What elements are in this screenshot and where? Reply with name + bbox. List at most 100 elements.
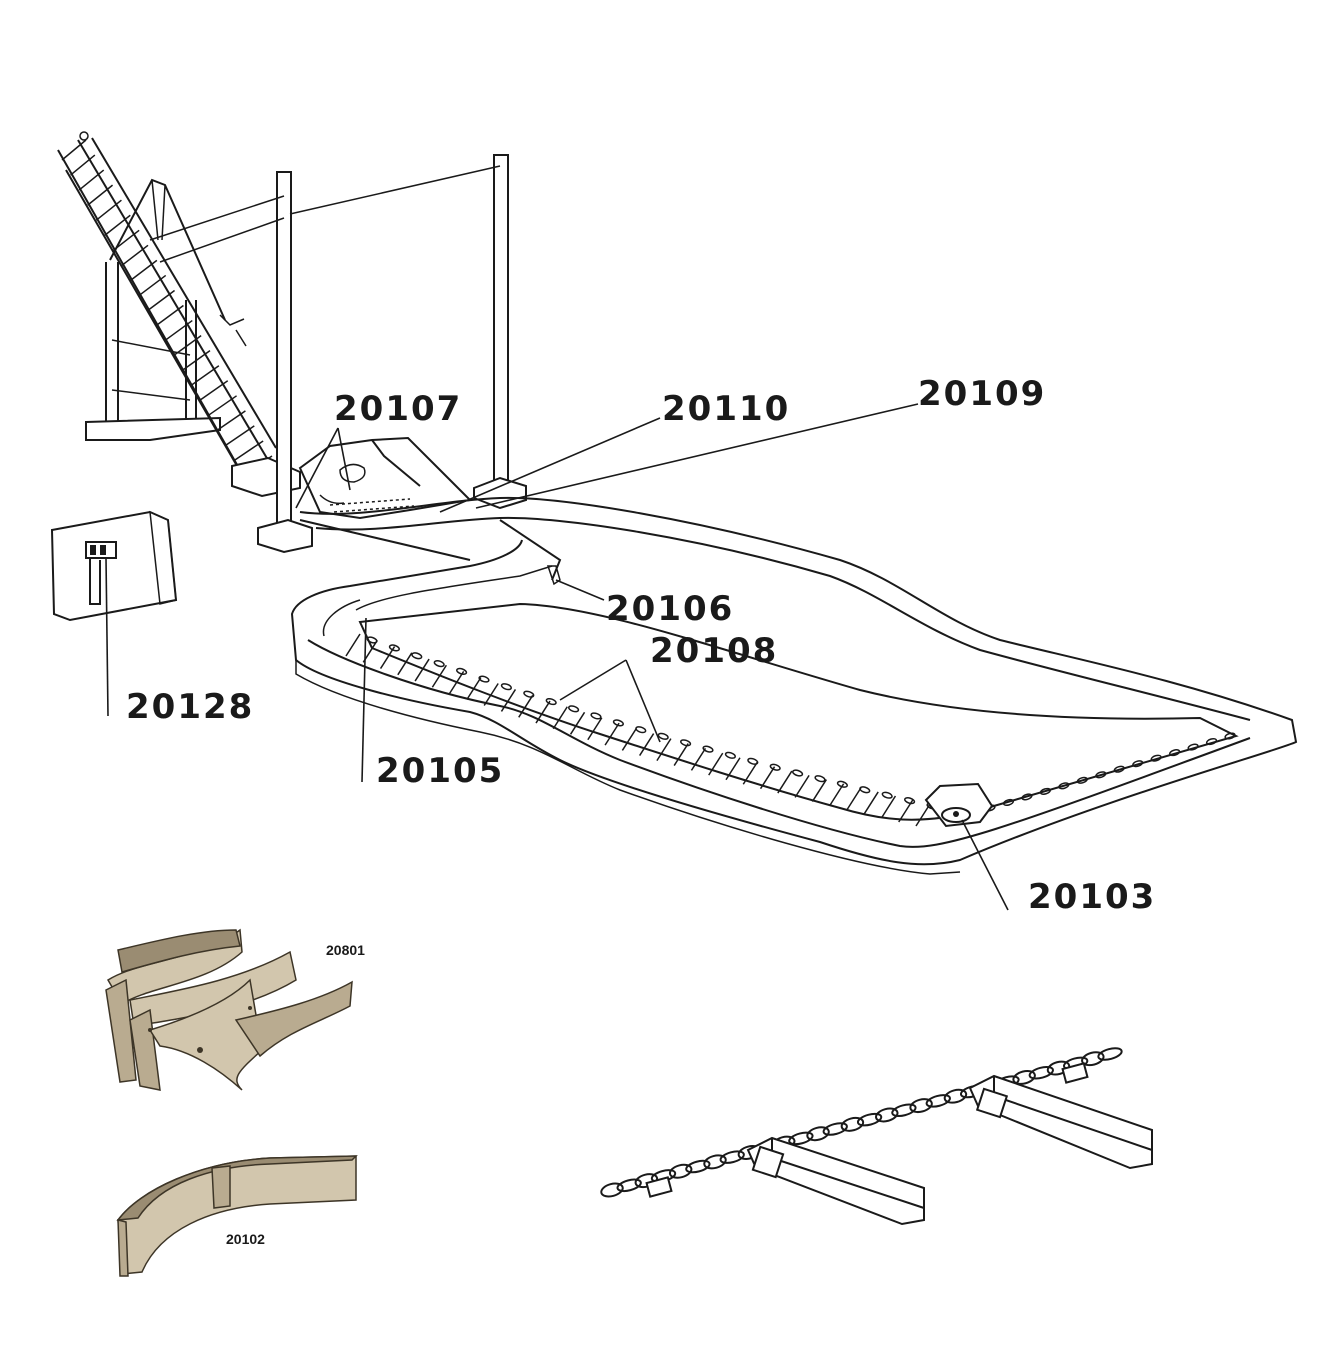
track-slat [414, 658, 430, 682]
chain-link [814, 775, 826, 783]
chain-link [909, 1098, 933, 1114]
track-slat [518, 694, 534, 718]
chain-link [904, 797, 916, 805]
chain-link [616, 1178, 642, 1193]
track-slats [345, 633, 931, 827]
chain-paddle-assembly [600, 1047, 1153, 1226]
chain-link [724, 751, 736, 759]
chain-link [859, 786, 871, 794]
conveyor-rung [130, 259, 158, 281]
track-slat [587, 717, 603, 741]
part-label-20107: 20107 [334, 389, 462, 429]
chain-link [856, 1112, 883, 1127]
chain-link [925, 1094, 951, 1108]
track-slat [569, 711, 586, 735]
chain-link [523, 690, 535, 698]
chain-link [657, 732, 669, 740]
part-label-20103: 20103 [1028, 877, 1156, 917]
conveyor-rung [112, 229, 140, 251]
control-box [50, 510, 178, 717]
chain-link [433, 660, 445, 668]
chain-link [719, 1150, 745, 1164]
chain-link [478, 675, 490, 683]
track-slat [708, 752, 724, 776]
track-slat [880, 795, 897, 819]
chain-link [806, 1126, 830, 1142]
chain-link [822, 1122, 848, 1136]
track-slat [535, 700, 551, 724]
conveyor-rung [70, 154, 96, 176]
elevator-conveyor [57, 131, 301, 498]
chain-link [1058, 782, 1070, 790]
part-label-20105: 20105 [376, 751, 504, 791]
track-slat [500, 689, 517, 712]
chain-link [545, 697, 557, 706]
chain-link [685, 1159, 711, 1174]
chain-link [1224, 732, 1236, 740]
chain-link [680, 739, 692, 747]
chain-link [703, 1154, 727, 1170]
part-label-20128: 20128 [126, 687, 254, 727]
chain-link [1046, 1060, 1071, 1076]
track-slat [483, 683, 499, 706]
conveyor-rung [207, 395, 237, 417]
track-slat [345, 633, 361, 657]
track-slat [863, 791, 879, 815]
conveyor-rung [233, 440, 264, 462]
leader-lines [295, 403, 1009, 911]
track-slat [794, 774, 810, 798]
part-label-20801: 20801 [326, 942, 365, 958]
track-slat [690, 747, 707, 771]
track-slat [915, 803, 931, 827]
chain-link [875, 1107, 899, 1123]
conveyor-rung [104, 214, 131, 236]
chain-link [1095, 771, 1107, 779]
track-slat [673, 743, 689, 766]
conveyor-rung [121, 244, 149, 266]
track-slat [431, 664, 447, 688]
chain-link [568, 705, 580, 713]
part-label-20108: 20108 [650, 631, 778, 671]
track-slat [898, 799, 914, 823]
chain-link [635, 726, 647, 734]
chain-link [411, 652, 423, 660]
chain-link [788, 1131, 814, 1146]
conveyor-rung [215, 410, 246, 432]
conveyor-rungs [61, 139, 273, 477]
chain-link [1150, 754, 1162, 762]
conveyor-rung [95, 199, 122, 221]
chain-link [1097, 1047, 1123, 1061]
chain-link [1002, 798, 1015, 807]
conveyor-rung [138, 274, 167, 297]
chain-link [1132, 760, 1144, 768]
wood-paddles-photo [105, 928, 353, 1091]
conveyor-rung [190, 365, 220, 387]
chain-link [456, 667, 468, 675]
track-slat [829, 783, 845, 807]
chain-link [1205, 737, 1218, 746]
track-slat [759, 766, 776, 790]
chain-link [590, 712, 602, 720]
conveyor-rung [164, 319, 193, 342]
chain-shackle [645, 1176, 673, 1198]
track-slat [552, 706, 568, 730]
chain-link [943, 1088, 968, 1104]
chain-link [769, 763, 781, 771]
chain-link [792, 769, 804, 777]
chain-link [1081, 1051, 1105, 1067]
chain-link [1113, 765, 1125, 773]
chain-link [388, 644, 400, 652]
track-slat [846, 787, 862, 811]
chain-shackle [1061, 1062, 1089, 1084]
support-posts [149, 154, 527, 554]
conveyor-rung [61, 139, 87, 161]
part-label-20110: 20110 [662, 389, 790, 429]
track-base [290, 496, 1298, 875]
conveyor-rung [224, 425, 255, 447]
conveyor-rung [198, 380, 229, 402]
chain-link [1169, 749, 1181, 757]
chain-link [1076, 776, 1088, 784]
chain-link [891, 1103, 917, 1118]
track-slat [466, 677, 482, 700]
